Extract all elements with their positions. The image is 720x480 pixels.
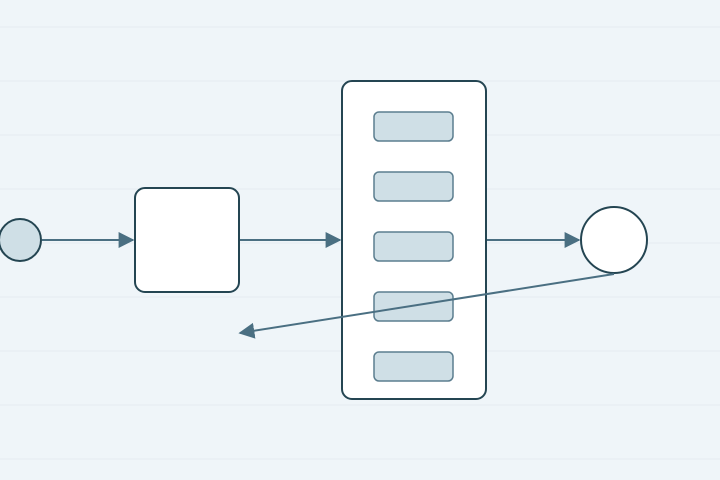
edge-end-to-open-point[interactable] [238, 273, 615, 339]
queue-slot[interactable] [373, 171, 454, 202]
end-node[interactable] [580, 206, 648, 274]
queue-node[interactable] [341, 80, 487, 400]
queue-slot[interactable] [373, 231, 454, 262]
process-node[interactable] [134, 187, 240, 293]
start-node[interactable] [0, 218, 42, 262]
queue-slot[interactable] [373, 111, 454, 142]
queue-slot[interactable] [373, 351, 454, 382]
